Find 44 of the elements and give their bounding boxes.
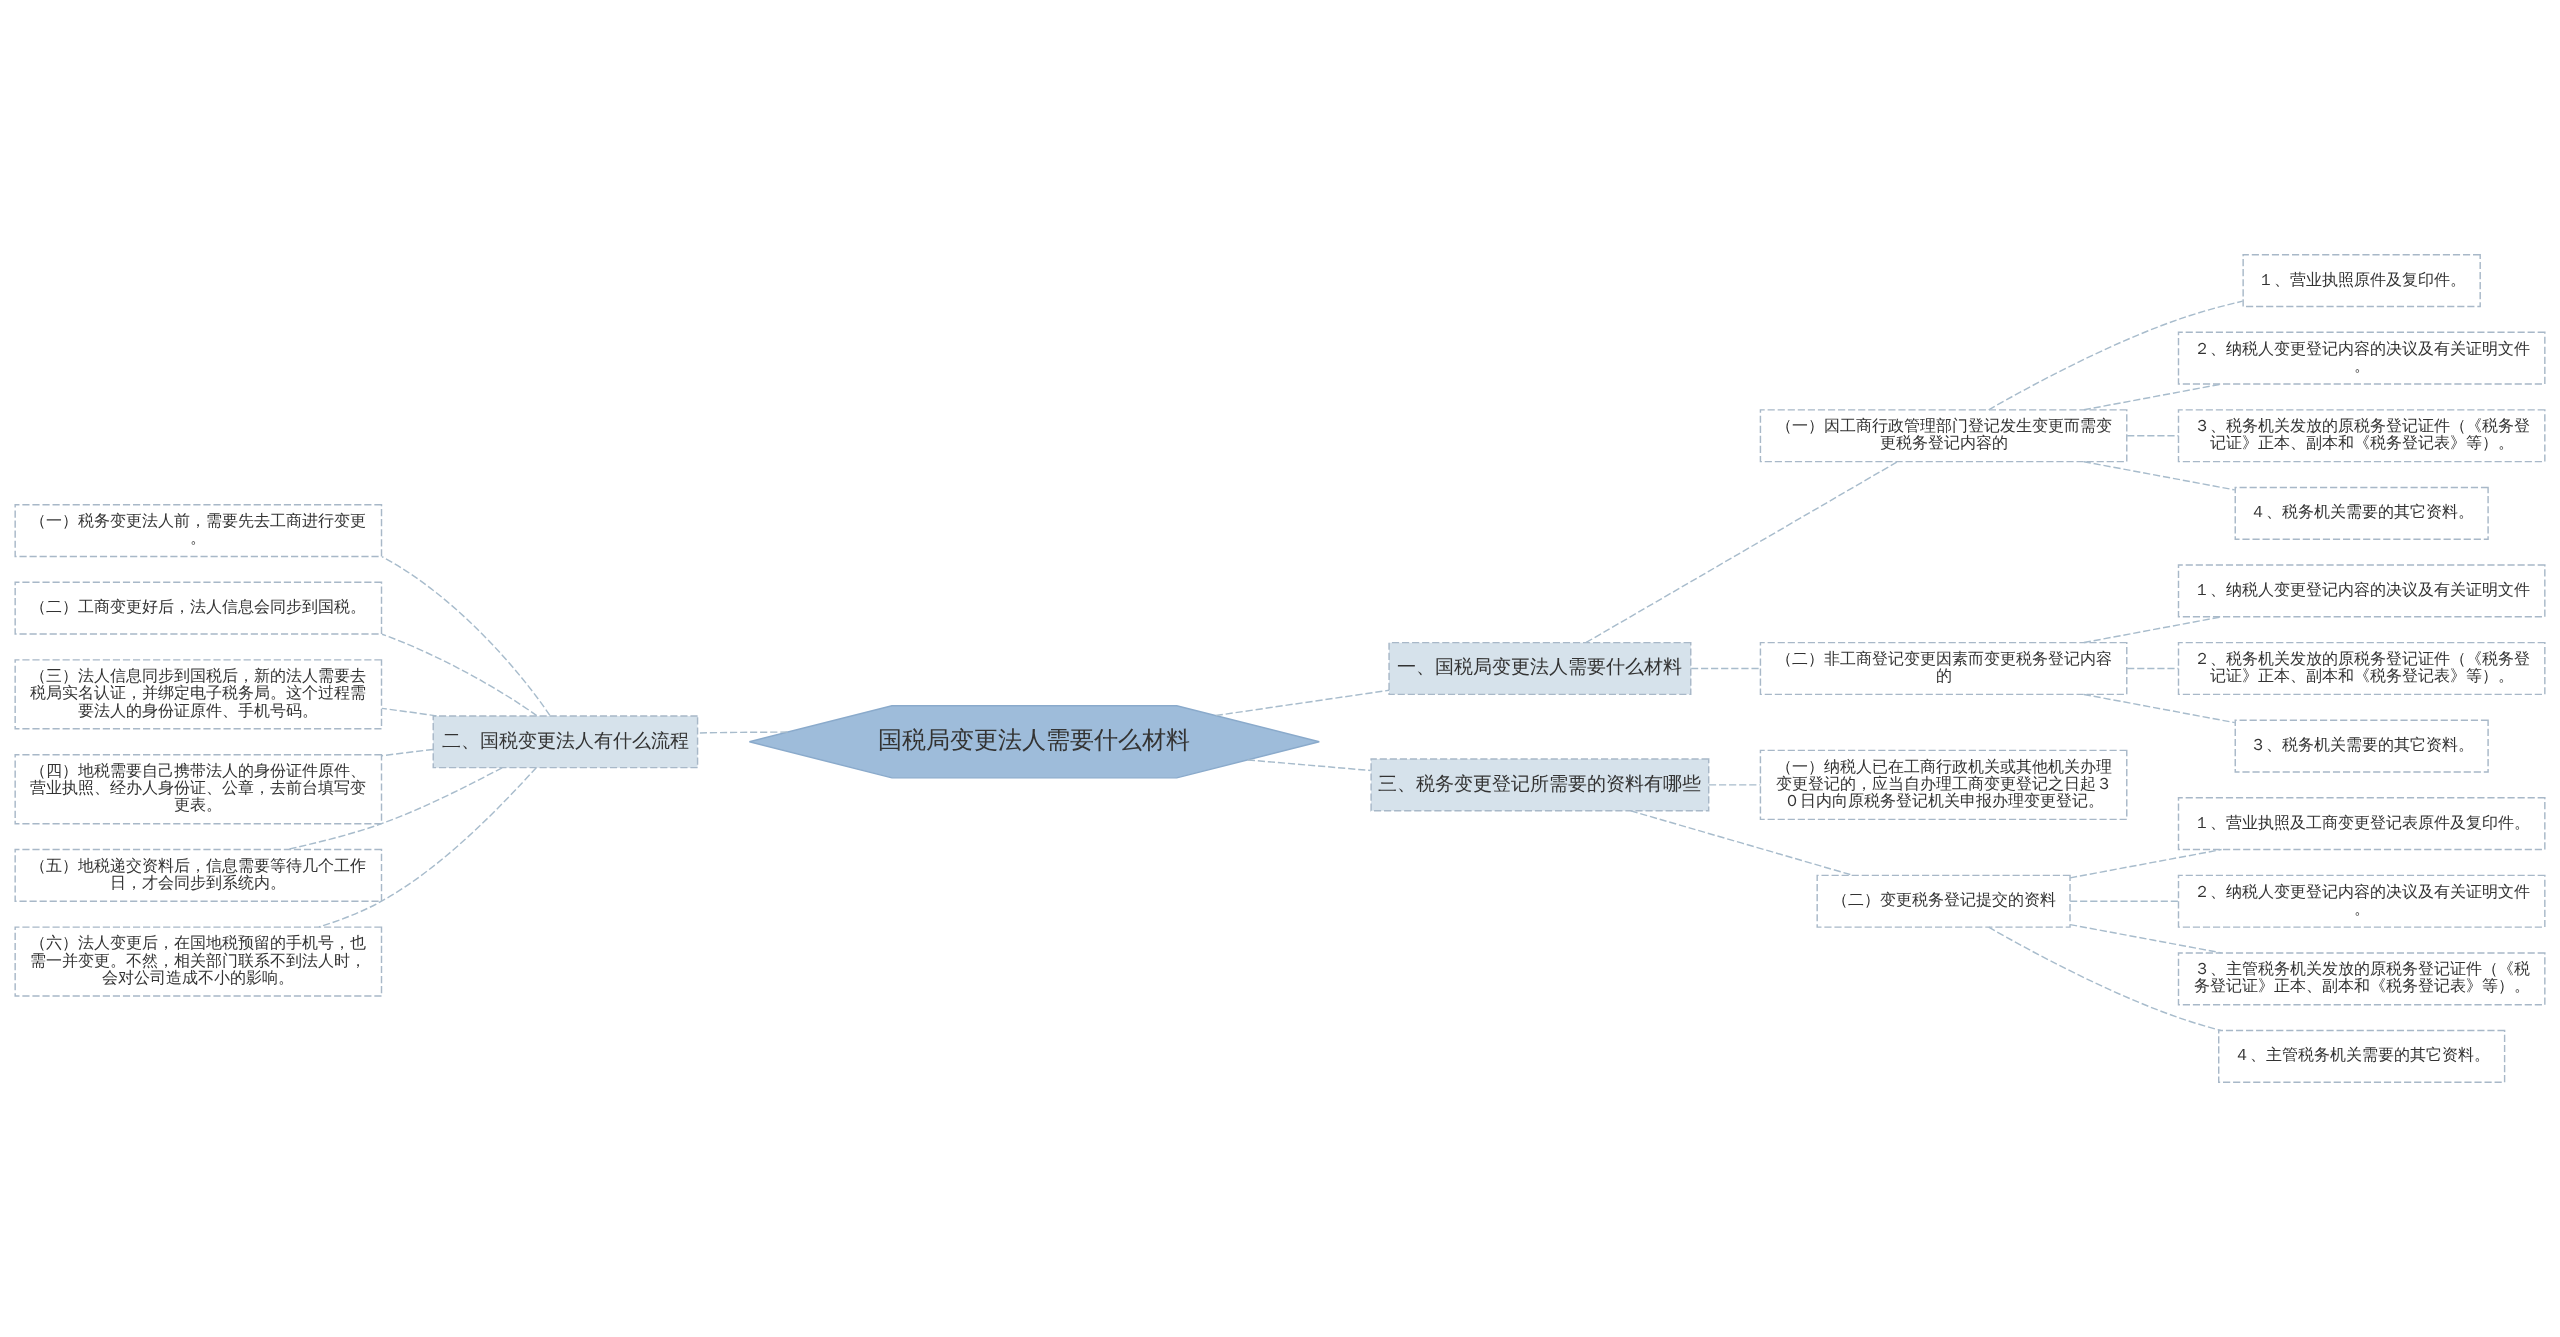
node-box: （六）法人变更后，在国地税预留的手机号，也需一并变更。不然，相关部门联系不到法人时，会对公司造成不小的影响。 [14,926,383,997]
node-box: （二）非工商登记变更因素而变更税务登记内容的 [1759,641,2128,696]
node-box: ３、税务机关需要的其它资料。 [2234,719,2489,773]
node-box: （五）地税递交资料后，信息需要等待几个工作日，才会同步到系统内。 [14,848,383,902]
node-box: 一、国税局变更法人需要什么材料 [1388,641,1692,696]
connector [2083,616,2223,644]
connector [2126,667,2180,670]
connector [2083,693,2236,724]
node-box: 二、国税变更法人有什么流程 [432,715,699,769]
connector [286,767,503,851]
node-box: （二）变更税务登记提交的资料 [1816,874,2071,928]
node-box: （四）地税需要自己携带法人的身份证件原件、营业执照、经办人身份证、公章，去前台填写变更表。 [14,754,383,825]
node-box: ４、税务机关需要的其它资料。 [2234,486,2489,540]
connector [381,748,434,757]
node-box: ４、主管税务机关需要的其它资料。 [2218,1029,2506,1083]
connector [1988,300,2244,411]
connector [1215,689,1390,717]
node-box: ２、纳税人变更登记内容的决议及有关证明文件。 [2177,874,2546,928]
node-box: ２、税务机关发放的原税务登记证件（《税务登记证》正本、副本和《税务登记表》等）。 [2177,641,2546,696]
connector [318,766,537,928]
connector [1690,667,1761,670]
connector [697,731,789,734]
node-box: （一）纳税人已在工商行政机关或其他机关办理变更登记的，应当自办理工商变更登记之日起３０日内向原税务登记机关申报办理变更登记。 [1759,749,2128,821]
node-box: （三）法人信息同步到国税后，新的法人需要去税局实名认证，并绑定电子税务局。这个过程需要法人的身份证原件、手机号码。 [14,659,383,730]
connector [1247,759,1372,772]
node-box: ２、纳税人变更登记内容的决议及有关证明文件。 [2177,331,2546,385]
node-box: ３、税务机关发放的原税务登记证件（《税务登记证》正本、副本和《税务登记表》等）。 [2177,409,2546,463]
connector [2069,900,2179,902]
node-box: （二）工商变更好后，法人信息会同步到国税。 [14,581,383,635]
node-box: 三、税务变更登记所需要的资料有哪些 [1370,758,1710,812]
connector [381,707,438,717]
connector [2083,461,2236,491]
node-box: １、纳税人变更登记内容的决议及有关证明文件 [2177,564,2546,618]
node-box: １、营业执照及工商变更登记表原件及复印件。 [2177,797,2546,851]
connector [1708,784,1761,786]
connector [1585,461,1898,644]
node-box: （一）因工商行政管理部门登记发生变更而需变更税务登记内容的 [1759,409,2128,463]
node-box: （一）税务变更法人前，需要先去工商进行变更。 [14,504,383,558]
connector [381,633,538,717]
node-box: ３、主管税务机关发放的原税务登记证件（《税务登记证》正本、副本和《税务登记表》等）。 [2177,952,2546,1006]
node-box: １、营业执照原件及复印件。 [2242,254,2481,308]
connector [2126,435,2180,437]
connector [1988,926,2222,1032]
connector [381,556,551,717]
